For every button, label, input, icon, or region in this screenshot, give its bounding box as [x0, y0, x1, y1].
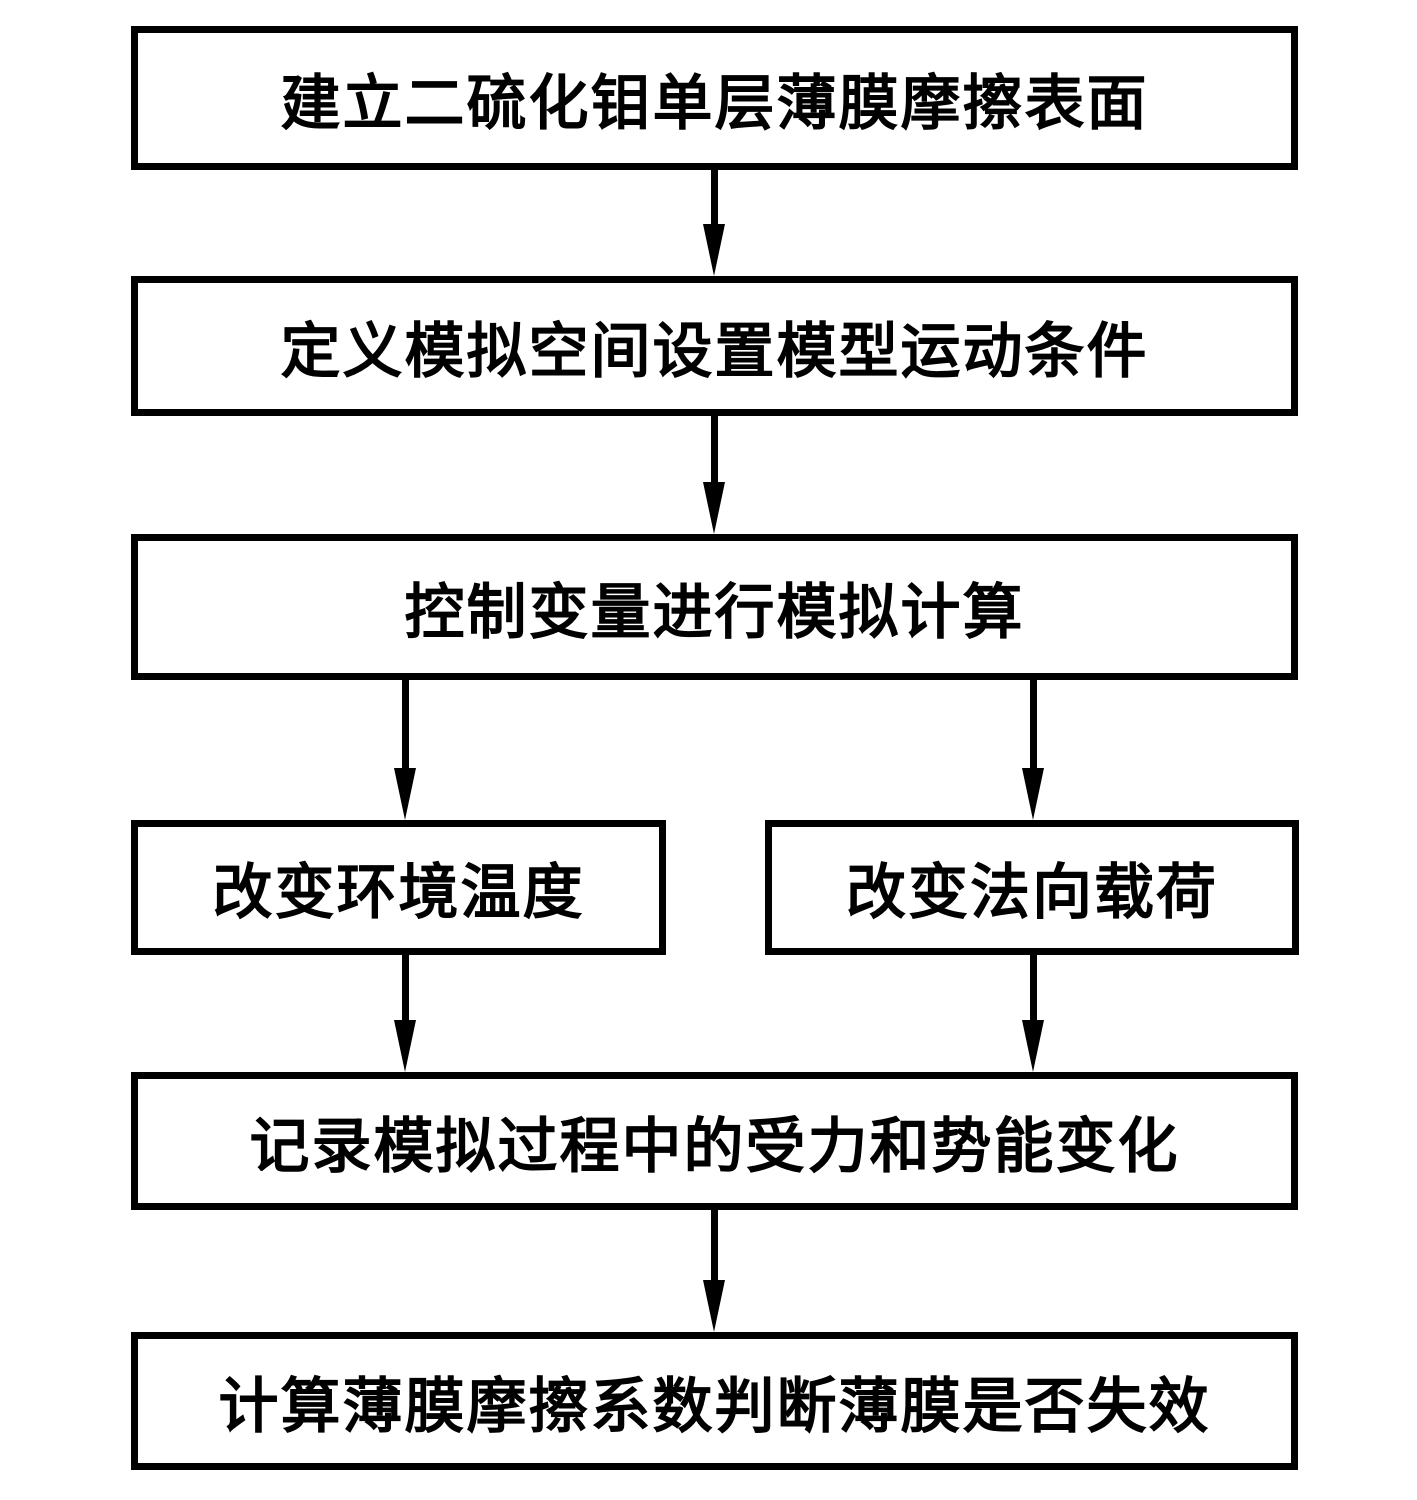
arrow-head	[1022, 1020, 1044, 1072]
node-label: 建立二硫化钼单层薄膜摩擦表面	[280, 70, 1149, 137]
arrow-head	[394, 768, 416, 820]
flowchart-node-step-2: 定义模拟空间设置模型运动条件	[131, 276, 1298, 416]
arrow-stem	[710, 416, 718, 482]
arrow-head	[394, 1020, 416, 1072]
flowchart-node-step-1: 建立二硫化钼单层薄膜摩擦表面	[131, 26, 1298, 170]
flowchart-node-step-4a: 改变环境温度	[131, 820, 666, 955]
arrow-head	[703, 482, 725, 534]
flowchart-node-step-6: 计算薄膜摩擦系数判断薄膜是否失效	[131, 1332, 1298, 1470]
node-label: 定义模拟空间设置模型运动条件	[280, 318, 1149, 385]
arrow-head	[703, 1280, 725, 1332]
arrow-stem	[401, 955, 409, 1020]
arrow-stem	[1029, 680, 1037, 768]
arrow-down-icon	[703, 416, 725, 534]
flowchart-node-step-4b: 改变法向载荷	[765, 820, 1299, 955]
arrow-down-icon	[394, 680, 416, 820]
flowchart-node-step-5: 记录模拟过程中的受力和势能变化	[131, 1072, 1298, 1210]
arrow-stem	[710, 1210, 718, 1280]
arrow-down-icon	[703, 170, 725, 276]
node-label: 控制变量进行模拟计算	[404, 579, 1025, 646]
arrow-stem	[710, 170, 718, 224]
arrow-down-icon	[703, 1210, 725, 1332]
flowchart-node-step-3: 控制变量进行模拟计算	[131, 534, 1298, 680]
node-label: 记录模拟过程中的受力和势能变化	[249, 1113, 1180, 1180]
arrow-down-icon	[1022, 955, 1044, 1072]
node-label: 改变环境温度	[212, 860, 585, 926]
node-label: 改变法向载荷	[846, 860, 1218, 926]
arrow-down-icon	[394, 955, 416, 1072]
arrow-stem	[1029, 955, 1037, 1020]
arrow-down-icon	[1022, 680, 1044, 820]
arrow-head	[703, 224, 725, 276]
arrow-stem	[401, 680, 409, 768]
node-label: 计算薄膜摩擦系数判断薄膜是否失效	[218, 1373, 1211, 1440]
arrow-head	[1022, 768, 1044, 820]
